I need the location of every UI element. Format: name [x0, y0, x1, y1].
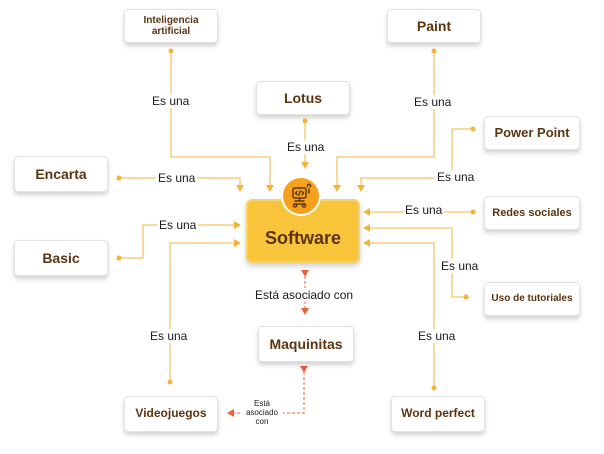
node-word-perfect-label: Word perfect	[401, 406, 475, 421]
node-encarta-label: Encarta	[35, 165, 87, 182]
software-robot-icon	[281, 176, 321, 216]
node-uso-de-tutoriales-label: Uso de tutoriales	[491, 293, 573, 305]
node-lotus-label: Lotus	[283, 89, 323, 106]
node-software-label: Software	[264, 228, 342, 248]
node-inteligencia-artificial-label: Inteligencia artificial	[143, 14, 199, 38]
label-es-una-tutoriales: Es una	[439, 259, 481, 273]
edge-ia-dot	[168, 48, 174, 54]
node-inteligencia-artificial[interactable]: Inteligencia artificial	[124, 9, 218, 43]
edge-videojuegos-dot	[167, 379, 173, 385]
node-uso-de-tutoriales[interactable]: Uso de tutoriales	[484, 282, 580, 316]
node-videojuegos[interactable]: Videojuegos	[124, 396, 218, 432]
node-lotus[interactable]: Lotus	[256, 81, 350, 115]
label-es-una-ia: Es una	[150, 94, 192, 108]
node-maquinitas-label: Maquinitas	[269, 335, 343, 352]
node-paint-label: Paint	[416, 17, 452, 34]
node-videojuegos-label: Videojuegos	[135, 406, 207, 421]
node-software[interactable]: Software	[246, 199, 360, 263]
edge-paint	[333, 51, 435, 192]
label-es-una-wordperfect: Es una	[416, 329, 458, 343]
node-basic-label: Basic	[42, 249, 80, 266]
edge-wordperfect-dot	[431, 385, 437, 391]
label-es-una-powerpoint: Es una	[435, 170, 477, 184]
label-es-una-encarta: Es una	[156, 171, 198, 185]
edge-redes-dot	[470, 209, 476, 215]
edge-encarta-dot	[116, 175, 122, 181]
node-power-point-label: Power Point	[494, 124, 570, 140]
node-redes-sociales-label: Redes sociales	[492, 206, 572, 219]
label-es-una-videojuegos: Es una	[148, 329, 190, 343]
edge-videojuegos	[169, 239, 241, 382]
node-basic[interactable]: Basic	[14, 240, 108, 276]
edge-lotus-dot	[302, 118, 308, 124]
node-redes-sociales[interactable]: Redes sociales	[484, 196, 580, 230]
edge-powerpoint-dot	[470, 126, 476, 132]
edge-tutoriales-dot	[463, 294, 469, 300]
edge-ia	[170, 51, 274, 192]
edge-basic-dot	[116, 255, 122, 261]
node-encarta[interactable]: Encarta	[14, 156, 108, 192]
label-es-una-paint: Es una	[412, 95, 454, 109]
label-es-una-basic: Es una	[157, 218, 199, 232]
edge-paint-dot	[431, 48, 437, 54]
node-maquinitas[interactable]: Maquinitas	[258, 326, 354, 362]
edge-wordperfect	[363, 239, 435, 388]
label-asociado-small: Está asociado con	[241, 399, 283, 426]
label-es-una-lotus: Es una	[285, 140, 327, 154]
label-es-una-redes: Es una	[403, 203, 445, 217]
node-word-perfect[interactable]: Word perfect	[391, 396, 485, 432]
node-power-point[interactable]: Power Point	[484, 116, 580, 150]
label-asociado: Está asociado con	[253, 288, 356, 302]
node-paint[interactable]: Paint	[387, 9, 481, 43]
